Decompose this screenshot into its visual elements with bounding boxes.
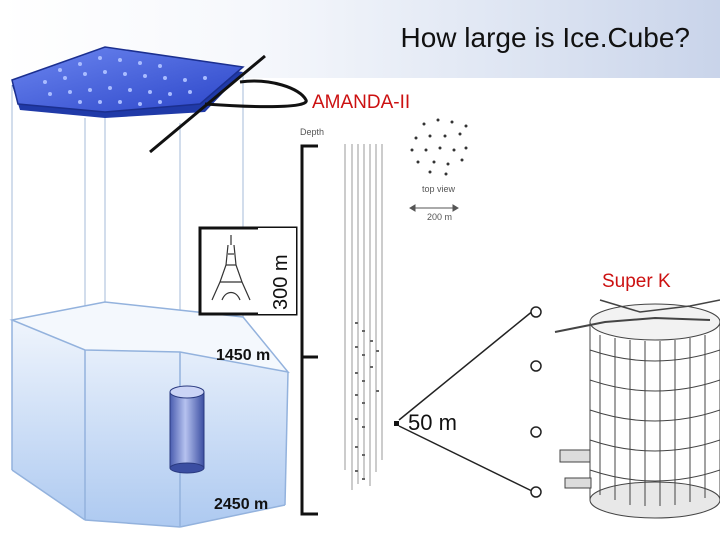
scale-50m-label: 50 m (408, 410, 457, 435)
zoom-outline (149, 54, 308, 154)
amanda-label: AMANDA-II (312, 92, 411, 113)
surface-grid-dots (43, 56, 207, 106)
inset-scale-label: 200 m (427, 212, 453, 222)
icecube-surface-array (11, 46, 245, 118)
scale-300m-label: 300 m (270, 254, 292, 310)
eiffel-tower-icon (211, 235, 251, 301)
superk-label: Super K (602, 271, 671, 292)
amanda-strings (344, 144, 383, 490)
depth-2450-label: 2450 m (214, 496, 269, 513)
slide-title: How large is Ice.Cube? (400, 22, 690, 53)
depth-1450-label: 1450 m (216, 347, 271, 364)
top-view-scale-arrow (409, 204, 459, 212)
scale-link-lower (398, 425, 535, 493)
top-view-dots (410, 118, 468, 176)
scale-50m-marker (394, 421, 399, 426)
superk-tank-drawing (554, 299, 720, 519)
inset-top-view-label: top view (422, 184, 456, 194)
inset-depth-label: Depth (300, 127, 325, 137)
amanda-modules (355, 322, 379, 480)
scale-link-upper (398, 309, 535, 421)
eiffel-tower-box (198, 226, 298, 316)
superk-markers (530, 306, 542, 498)
deep-ice-volume (9, 301, 290, 528)
depth-scale (300, 144, 318, 516)
superk-size-cylinder (169, 385, 205, 474)
